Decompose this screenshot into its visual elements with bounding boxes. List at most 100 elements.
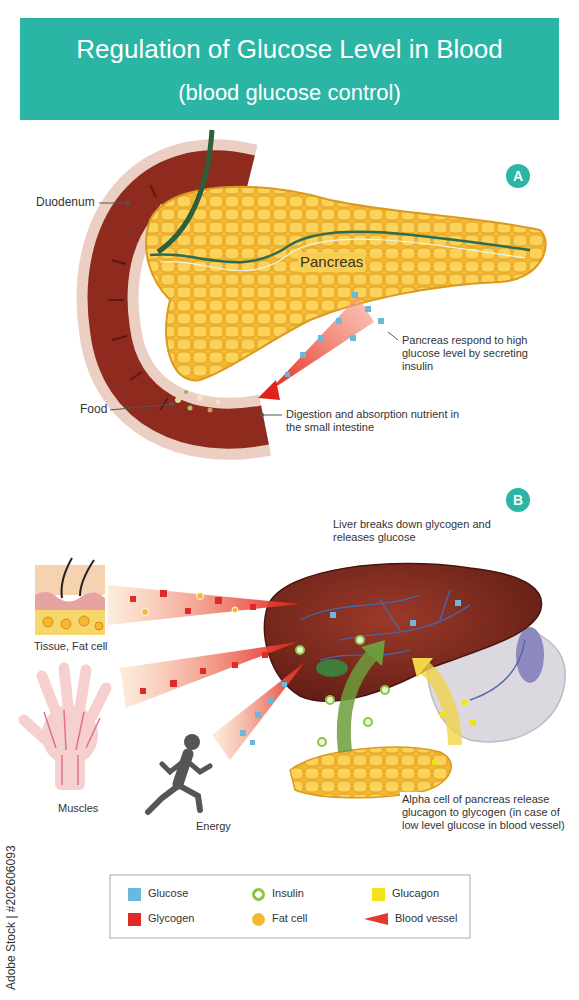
skin-tissue xyxy=(35,610,105,635)
subtitle: (blood glucose control) xyxy=(20,80,559,106)
food-particles xyxy=(188,406,193,411)
skin-tissue xyxy=(43,617,53,627)
runner xyxy=(162,760,210,772)
leader-lines xyxy=(170,402,174,406)
glucose-cubes xyxy=(285,372,290,377)
legend-swatch xyxy=(128,888,141,901)
insulin-arrow xyxy=(344,640,385,752)
glycogen-cubes xyxy=(262,652,268,658)
glucose-cubes xyxy=(268,698,273,703)
blood-vessel-arrow xyxy=(258,380,280,400)
runner xyxy=(184,734,200,750)
glucagon-arrow xyxy=(412,658,455,745)
glucose-cubes xyxy=(240,682,287,745)
part-label: Duodenum xyxy=(36,195,95,209)
glucagon-arrow xyxy=(425,668,455,745)
hand xyxy=(44,710,100,785)
skin-tissue xyxy=(35,592,105,612)
leader-lines xyxy=(99,203,128,204)
liver xyxy=(265,564,542,702)
food-particles xyxy=(184,390,188,394)
glycogen-cubes xyxy=(200,668,206,674)
pancreas xyxy=(158,130,212,252)
legend-text: Blood vessel xyxy=(395,912,457,925)
legend-swatch xyxy=(252,913,265,926)
legend-swatch xyxy=(128,913,141,926)
skin-tissue xyxy=(61,619,71,629)
title: Regulation of Glucose Level in Blood xyxy=(20,34,559,65)
leader-lines xyxy=(110,404,172,410)
part-label: Muscles xyxy=(58,802,98,815)
legend-box xyxy=(110,875,470,938)
glycogen-cubes xyxy=(140,688,146,694)
legend-text: Glucose xyxy=(148,887,188,900)
runner xyxy=(148,786,200,812)
hand xyxy=(24,668,106,790)
glycogen-cubes xyxy=(130,590,268,694)
liver-cubes xyxy=(330,600,461,626)
note-label: Liver breaks down glycogen and releases … xyxy=(333,518,528,544)
glycogen-cubes xyxy=(185,608,191,614)
legend-text: Glycogen xyxy=(148,912,194,925)
organ-label: Pancreas xyxy=(298,252,365,272)
liver-cubes xyxy=(455,600,461,606)
food-particles xyxy=(216,400,220,404)
insulin-dots xyxy=(364,718,372,726)
legend-text: Insulin xyxy=(272,887,304,900)
glucose-cubes xyxy=(250,740,255,745)
blood-vessel-arrow xyxy=(258,296,374,400)
leader-lines xyxy=(388,332,398,340)
pancreas-small xyxy=(290,747,451,797)
legend-text: Fat cell xyxy=(272,912,307,925)
insulin-dots xyxy=(296,636,389,746)
insulin-dots xyxy=(381,686,389,694)
insulin-dots xyxy=(318,738,326,746)
glycogen-cubes xyxy=(232,662,238,668)
skin-tissue xyxy=(35,565,105,595)
tissue-wedges xyxy=(108,585,305,760)
glycogen-cubes xyxy=(170,680,177,687)
part-label: Food xyxy=(80,402,107,416)
pancreas-small xyxy=(290,747,451,797)
leader-lines xyxy=(126,201,130,205)
tissue-wedges xyxy=(108,585,300,625)
glycogen-cubes xyxy=(250,604,256,610)
glucose-cubes xyxy=(255,712,261,718)
glucose-cubes xyxy=(318,335,324,341)
insulin-dots xyxy=(326,696,334,704)
leader-lines xyxy=(262,415,282,416)
glucagon-squares xyxy=(462,700,467,705)
insulin-arrow xyxy=(344,655,372,752)
liver xyxy=(316,659,348,677)
runner xyxy=(148,734,210,812)
legend-swatch xyxy=(372,888,385,901)
glucose-cubes xyxy=(300,352,306,358)
legend-text: Glucagon xyxy=(392,887,439,900)
glucagon-squares xyxy=(432,700,476,765)
part-label: Energy xyxy=(196,820,231,833)
fat-cells xyxy=(232,607,238,613)
food-particles xyxy=(175,397,181,403)
skin-tissue xyxy=(95,622,103,630)
skin-tissue xyxy=(79,616,89,626)
note-label: Pancreas respond to high glucose level b… xyxy=(402,334,552,374)
tissue-wedges xyxy=(120,642,298,708)
skin-tissue xyxy=(35,558,105,635)
title-band xyxy=(20,18,559,120)
fat-cells xyxy=(142,609,149,616)
liver xyxy=(300,590,470,660)
glycogen-cubes xyxy=(215,597,222,604)
glucose-cubes xyxy=(352,292,358,298)
glycogen-cubes xyxy=(160,590,167,597)
glucose-cubes xyxy=(336,318,342,324)
panel-badge: A xyxy=(506,164,530,188)
watermark: Adobe Stock | #202606093 xyxy=(4,845,18,990)
badge-letter: B xyxy=(513,493,523,507)
glycogen-cubes xyxy=(130,596,136,602)
stomach xyxy=(516,627,544,683)
insulin-arrow xyxy=(361,640,385,666)
tissue-wedges xyxy=(212,662,305,760)
glucose-cubes xyxy=(350,335,356,341)
